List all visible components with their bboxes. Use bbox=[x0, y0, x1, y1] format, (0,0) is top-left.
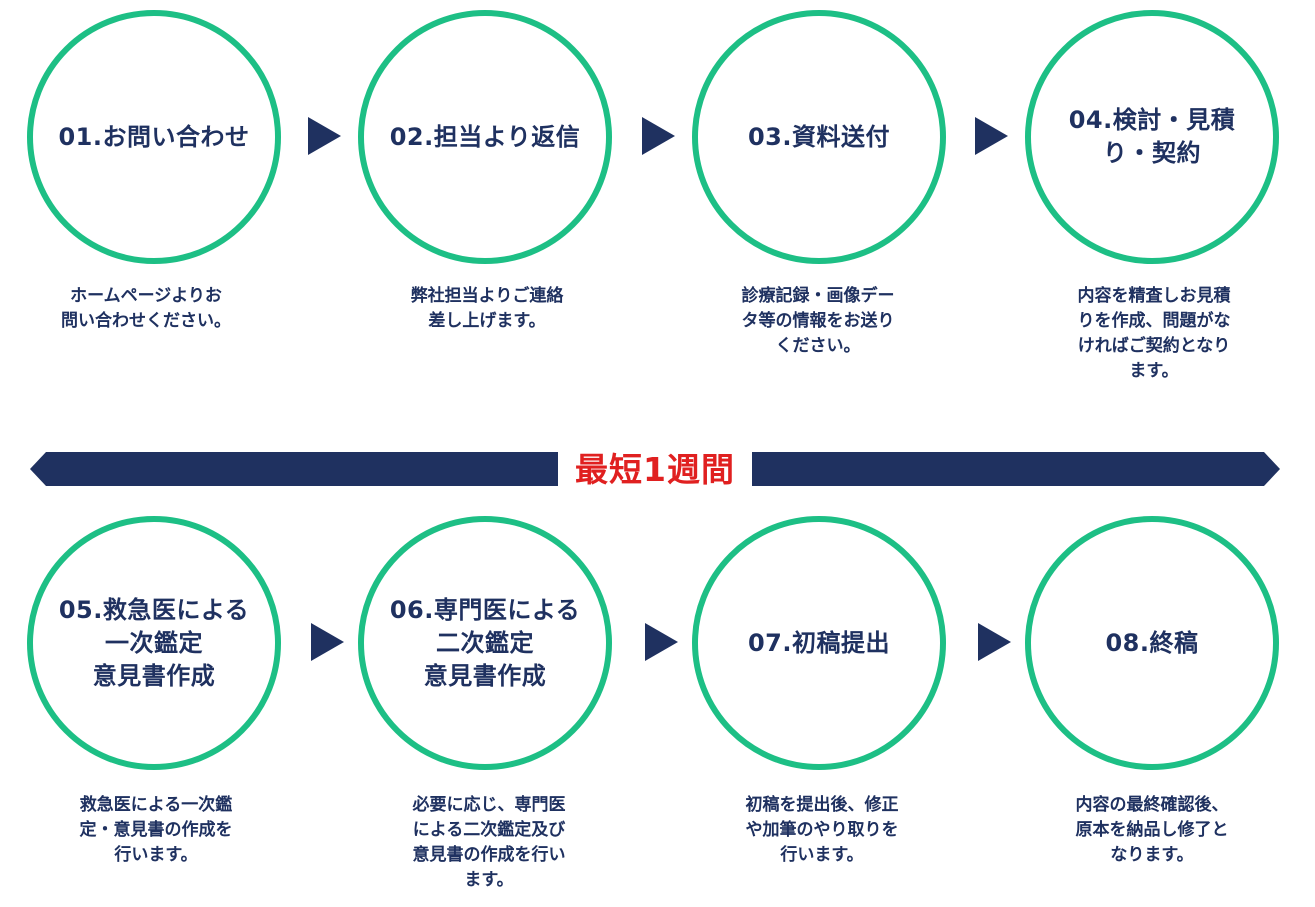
step-title: 01.お問い合わせ bbox=[58, 122, 250, 151]
step-circle-01: 01.お問い合わせ bbox=[27, 10, 281, 264]
timeline-label: 最短1週間 bbox=[558, 437, 752, 497]
step-title: 08.終稿 bbox=[1105, 628, 1199, 657]
step-description-06: 必要に応じ、専門医 による二次鑑定及び 意見書の作成を行い ます。 bbox=[412, 795, 566, 890]
step-circle-06: 06.専門医による 二次鑑定 意見書作成 bbox=[358, 516, 612, 770]
step-description-01: ホームページよりお 問い合わせください。 bbox=[61, 286, 231, 331]
step-circle-03: 03.資料送付 bbox=[692, 10, 946, 264]
step-title: 03.資料送付 bbox=[747, 122, 890, 151]
arrow-right-icon bbox=[645, 623, 678, 661]
step-circle-08: 08.終稿 bbox=[1025, 516, 1279, 770]
arrow-right-icon bbox=[308, 117, 341, 155]
step-circle-02: 02.担当より返信 bbox=[358, 10, 612, 264]
step-title: 06.専門医による 二次鑑定 意見書作成 bbox=[389, 595, 581, 690]
step-title: 04.検討・見積 り・契約 bbox=[1068, 106, 1236, 167]
step-description-03: 診療記録・画像デー タ等の情報をお送り ください。 bbox=[741, 286, 895, 356]
arrow-right-icon bbox=[311, 623, 344, 661]
step-description-02: 弊社担当よりご連絡 差し上げます。 bbox=[410, 286, 564, 331]
step-circle-05: 05.救急医による 一次鑑定 意見書作成 bbox=[27, 516, 281, 770]
arrow-right-icon bbox=[978, 623, 1011, 661]
step-circle-07: 07.初稿提出 bbox=[692, 516, 946, 770]
step-description-04: 内容を精査しお見積 りを作成、問題がな ければご契約となり ます。 bbox=[1077, 286, 1231, 381]
step-description-08: 内容の最終確認後、 原本を納品し修了と なります。 bbox=[1075, 795, 1229, 865]
step-description-07: 初稿を提出後、修正 や加筆のやり取りを 行います。 bbox=[745, 795, 899, 865]
arrow-right-icon bbox=[642, 117, 675, 155]
step-title: 02.担当より返信 bbox=[389, 122, 581, 151]
step-circle-04: 04.検討・見積 り・契約 bbox=[1025, 10, 1279, 264]
step-title: 05.救急医による 一次鑑定 意見書作成 bbox=[58, 595, 250, 690]
arrow-right-icon bbox=[975, 117, 1008, 155]
step-title: 07.初稿提出 bbox=[747, 628, 890, 657]
step-description-05: 救急医による一次鑑 定・意見書の作成を 行います。 bbox=[79, 795, 233, 865]
